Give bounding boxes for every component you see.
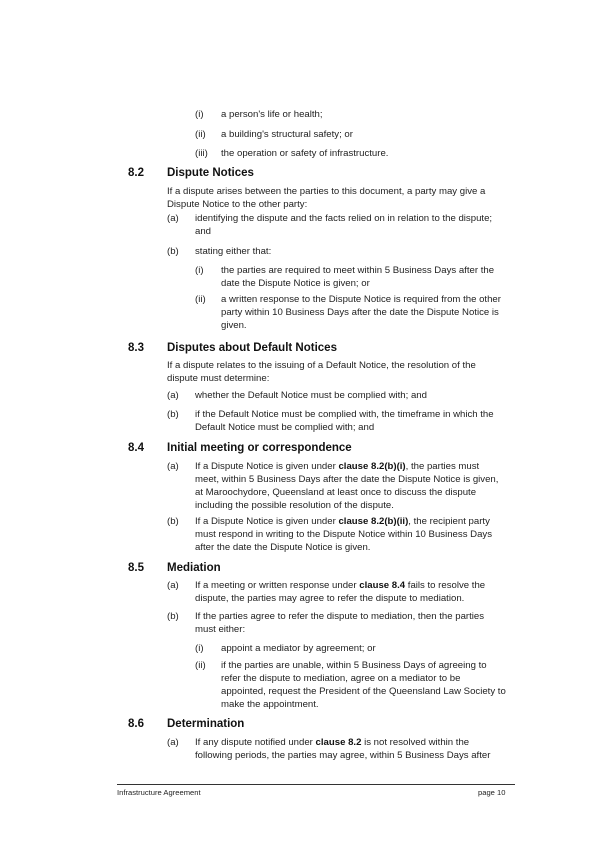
paragraph-line: dispute, the parties may agree to refer … xyxy=(195,593,465,604)
page-number: page 10 xyxy=(478,788,506,797)
section-heading: Determination xyxy=(167,718,245,730)
clause-reference: clause 8.2(b)(ii) xyxy=(338,516,409,527)
list-label: (b) xyxy=(167,611,179,622)
list-label: (a) xyxy=(167,461,179,472)
section-number: 8.2 xyxy=(128,167,144,179)
paragraph-line: Default Notice must be complied with; an… xyxy=(195,422,375,433)
clause-reference: clause 8.2(b)(i) xyxy=(338,461,406,472)
paragraph-line: If a Dispute Notice is given under claus… xyxy=(195,516,490,527)
list-label: (b) xyxy=(167,246,179,257)
paragraph-line: following periods, the parties may agree… xyxy=(195,750,491,761)
section-heading: Initial meeting or correspondence xyxy=(167,442,352,454)
list-label: (a) xyxy=(167,580,179,591)
paragraph-line: stating either that: xyxy=(195,246,272,257)
paragraph-line: and xyxy=(195,226,212,237)
paragraph-line: Dispute Notice to the other party: xyxy=(167,199,308,210)
list-text: the operation or safety of infrastructur… xyxy=(221,148,389,159)
paragraph-line: must either: xyxy=(195,624,246,635)
list-label: (ii) xyxy=(195,129,206,140)
list-label: (b) xyxy=(167,409,179,420)
paragraph-line: if the Default Notice must be complied w… xyxy=(195,409,494,420)
paragraph-line: If any dispute notified under clause 8.2… xyxy=(195,737,470,748)
list-label: (a) xyxy=(167,737,179,748)
paragraph-line: if the parties are unable, within 5 Busi… xyxy=(221,660,487,671)
paragraph-line: If the parties agree to refer the disput… xyxy=(195,611,485,622)
list-label: (i) xyxy=(195,109,204,120)
paragraph-line: dispute must determine: xyxy=(167,373,270,384)
paragraph-line: If a Dispute Notice is given under claus… xyxy=(195,461,480,472)
list-text: a building's structural safety; or xyxy=(221,129,353,140)
footer-rule xyxy=(117,784,515,785)
section-number: 8.5 xyxy=(128,562,144,574)
paragraph-line: refer the dispute to mediation, agree on… xyxy=(221,673,461,684)
list-label: (ii) xyxy=(195,294,206,305)
section-number: 8.6 xyxy=(128,718,144,730)
clause-reference: clause 8.2 xyxy=(315,737,362,748)
clause-reference: clause 8.4 xyxy=(359,580,406,591)
paragraph-line: party within 10 Business Days after the … xyxy=(221,307,499,318)
list-label: (a) xyxy=(167,213,179,224)
list-label: (b) xyxy=(167,516,179,527)
paragraph-line: must respond in writing to the Dispute N… xyxy=(195,529,493,540)
section-heading: Disputes about Default Notices xyxy=(167,342,337,354)
list-label: (i) xyxy=(195,265,204,276)
section-heading: Mediation xyxy=(167,562,221,574)
paragraph-line: date the Dispute Notice is given; or xyxy=(221,278,370,289)
list-label: (ii) xyxy=(195,660,206,671)
section-number: 8.3 xyxy=(128,342,144,354)
paragraph-line: the parties are required to meet within … xyxy=(221,265,495,276)
paragraph-line: after the date the Dispute Notice is giv… xyxy=(195,542,371,553)
paragraph-line: appoint a mediator by agreement; or xyxy=(221,643,376,654)
paragraph-line: whether the Default Notice must be compl… xyxy=(195,390,427,401)
list-label: (iii) xyxy=(195,148,208,159)
list-label: (i) xyxy=(195,643,204,654)
section-number: 8.4 xyxy=(128,442,144,454)
paragraph-line: given. xyxy=(221,320,247,331)
list-text: a person's life or health; xyxy=(221,109,323,120)
paragraph-line: identifying the dispute and the facts re… xyxy=(195,213,493,224)
paragraph-line: appointed, request the President of the … xyxy=(221,686,506,697)
paragraph-line: meet, within 5 Business Days after the d… xyxy=(195,474,499,485)
paragraph-line: a written response to the Dispute Notice… xyxy=(221,294,501,305)
paragraph-line: If a dispute relates to the issuing of a… xyxy=(167,360,476,371)
section-heading: Dispute Notices xyxy=(167,167,254,179)
paragraph-line: including the possible resolution of the… xyxy=(195,500,394,511)
footer-document-title: Infrastructure Agreement xyxy=(117,788,201,797)
list-label: (a) xyxy=(167,390,179,401)
paragraph-line: at Maroochydore, Queensland at least onc… xyxy=(195,487,477,498)
paragraph-line: If a dispute arises between the parties … xyxy=(167,186,486,197)
paragraph-line: make the appointment. xyxy=(221,699,319,710)
paragraph-line: If a meeting or written response under c… xyxy=(195,580,486,591)
